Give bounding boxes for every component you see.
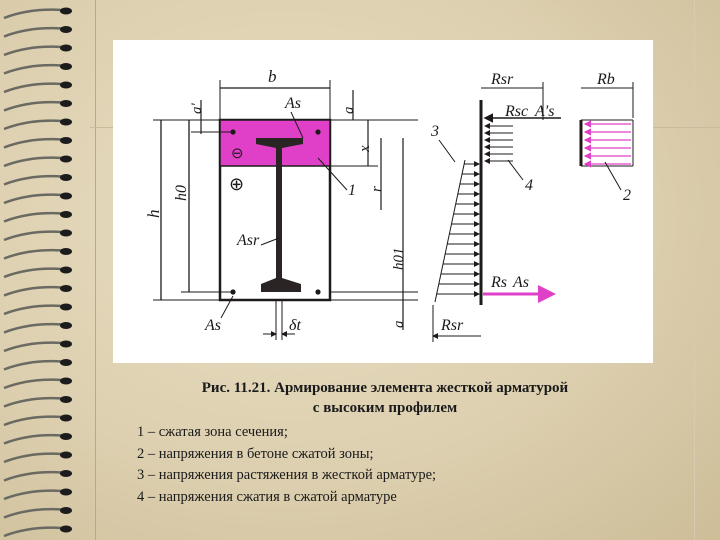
legend-item-1: 1 – сжатая зона сечения; — [137, 424, 288, 440]
label-Rb: Rb — [596, 71, 615, 88]
minus-sign: ⊖ — [231, 146, 244, 162]
concrete-stress-arrows — [583, 120, 631, 168]
label-n4: 4 — [525, 177, 533, 194]
label-n3: 3 — [430, 123, 439, 140]
margin-line-right — [694, 0, 695, 540]
label-delta-t: δt — [289, 317, 301, 334]
steel-profile — [256, 138, 303, 292]
label-As-force: As — [512, 274, 529, 291]
label-Rsc: Rsc — [504, 103, 528, 120]
compression-stress-arrows — [484, 123, 513, 164]
label-h01: h01 — [391, 248, 407, 271]
legend-list: 1 – сжатая зона сечения; 2 – напряжения … — [137, 422, 657, 508]
label-Rsr-bottom: Rsr — [440, 317, 464, 334]
label-As-top: As — [284, 95, 301, 112]
label-a-bottom: a — [391, 321, 407, 329]
plus-sign: ⊕ — [229, 174, 244, 194]
caption-line-2: с высоким профилем — [312, 400, 458, 416]
rebar-bottom-right — [315, 289, 321, 295]
label-h0: h0 — [173, 185, 190, 201]
margin-line — [95, 0, 96, 540]
label-h: h — [144, 210, 163, 219]
legend-item-2: 2 – напряжения в бетоне сжатой зоны; — [137, 445, 374, 462]
legend-item-3: 3 – напряжения растяжения в жесткой арма… — [137, 467, 437, 483]
label-As-bottom: As — [204, 317, 221, 334]
label-n1: 1 — [348, 182, 356, 199]
figure-diagram: ⊖ ⊕ b a' h h0 As — [113, 40, 653, 363]
label-a-prime: a' — [189, 103, 205, 115]
label-r: r — [369, 186, 385, 192]
caption-line-1: Рис. 11.21. Армирование элемента жесткой… — [201, 380, 569, 396]
label-Asr: Asr — [236, 232, 260, 249]
label-x: x — [357, 145, 373, 153]
label-Rsr-top: Rsr — [490, 71, 514, 88]
label-a-top: a — [341, 107, 357, 115]
label-b: b — [268, 67, 277, 86]
spiral-binding — [3, 7, 72, 538]
figure-caption: Рис. 11.21. Армирование элемента жесткой… — [150, 378, 620, 418]
label-Rs: Rs — [490, 274, 507, 291]
tension-stress-arrows — [436, 161, 480, 297]
rebar-top-right — [315, 129, 321, 135]
label-As-prime-force: A's — [534, 103, 554, 120]
legend-item-4: 4 – напряжения сжатия в сжатой арматуре — [137, 488, 397, 505]
label-n2: 2 — [623, 187, 631, 204]
